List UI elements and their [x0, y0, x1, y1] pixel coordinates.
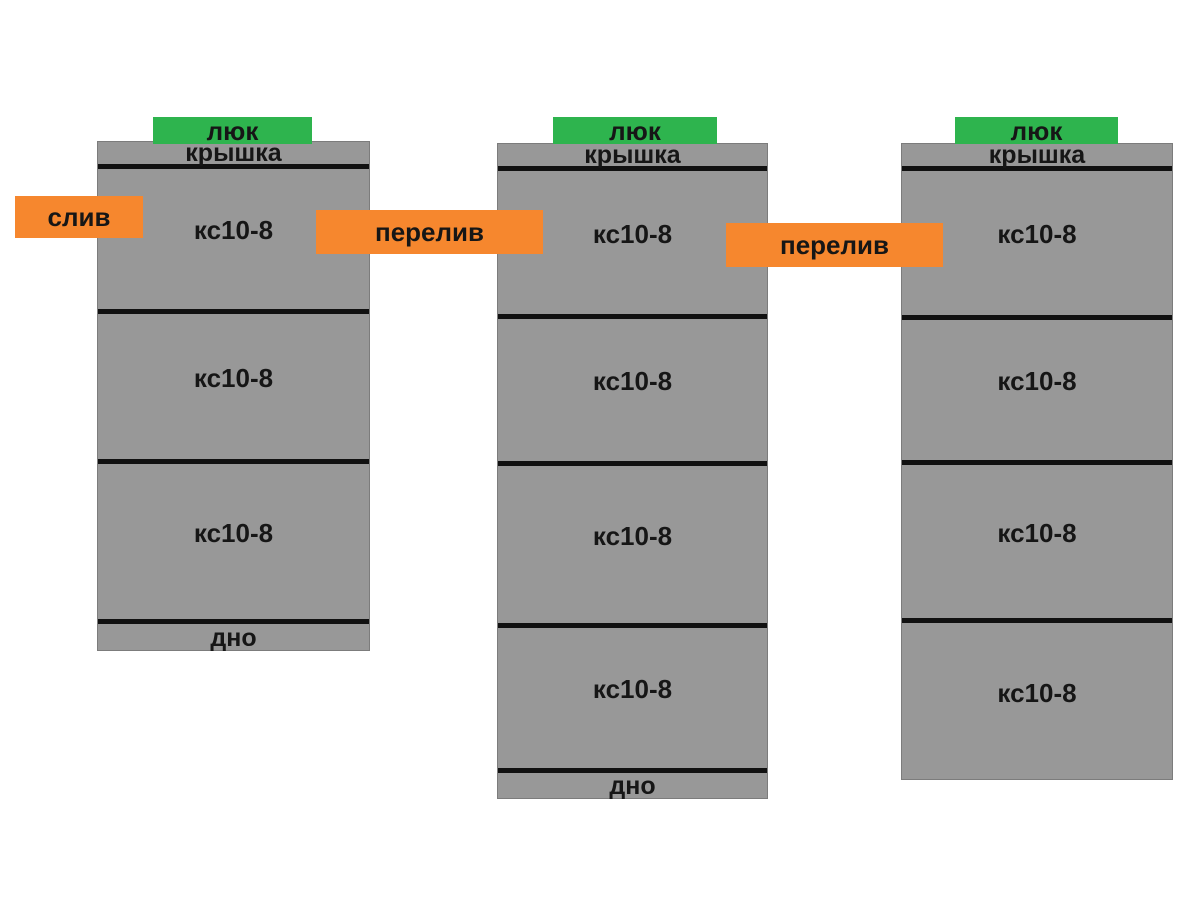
tank-3-ring-1: кс10-8	[902, 171, 1172, 320]
ring-label: кс10-8	[592, 520, 673, 551]
tank-2-cover-band: крышка	[498, 142, 767, 171]
drain-label: слив	[15, 196, 143, 238]
ring-label: кс10-8	[592, 366, 673, 396]
tank-2-ring-4: кс10-8	[498, 628, 767, 773]
ring-label: кс10-8	[997, 366, 1077, 396]
overflow-label-2: перелив	[726, 223, 943, 267]
tank-2-ring-1: кс10-8	[498, 171, 767, 319]
ring-label: кс10-8	[592, 218, 673, 249]
tank-3-hatch-label: люк	[955, 117, 1118, 144]
tank-2-ring-3: кс10-8	[498, 466, 767, 628]
ring-label: кс10-8	[997, 517, 1077, 548]
tank-1-hatch-label: люк	[153, 117, 312, 144]
tank-2-hatch-label: люк	[553, 117, 717, 144]
overflow-label-1: перелив	[316, 210, 543, 254]
ring-label: кс10-8	[193, 362, 274, 393]
tank-1-ring-1: кс10-8	[98, 169, 369, 314]
tank-3-ring-2: кс10-8	[902, 320, 1172, 465]
tank-1-ring-3: кс10-8	[98, 464, 369, 624]
ring-label: кс10-8	[193, 215, 274, 245]
tank-3-ring-4: кс10-8	[902, 623, 1172, 781]
tank-3-cover-band: крышка	[902, 142, 1172, 171]
tank-3-ring-3: кс10-8	[902, 465, 1172, 623]
tank-3: крышка кс10-8 кс10-8 кс10-8 кс10-8	[901, 142, 1173, 781]
ring-label: кс10-8	[193, 517, 274, 548]
tank-1-ring-2: кс10-8	[98, 314, 369, 464]
ring-label: кс10-8	[997, 219, 1077, 249]
ring-label: кс10-8	[592, 674, 673, 704]
tank-2-ring-2: кс10-8	[498, 319, 767, 466]
tank-1-cover-band: крышка	[98, 140, 369, 169]
ring-label: кс10-8	[997, 678, 1077, 708]
tank-1-bottom-band: дно	[210, 623, 257, 652]
tank-2-bottom-band: дно	[609, 772, 656, 800]
